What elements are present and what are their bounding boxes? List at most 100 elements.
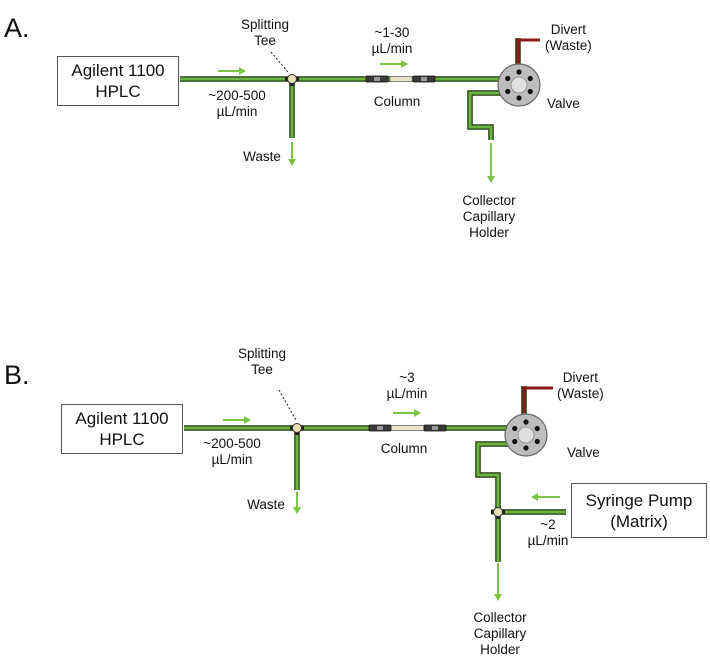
panel-b-column-label: Column: [380, 441, 428, 456]
panel-b-divert-line2: (Waste): [557, 386, 604, 401]
panel-b-divert-line1: Divert: [562, 370, 598, 385]
panel-b-column-flow-unit: µL/min: [386, 386, 428, 401]
panel-b-syringe-pump-box: Syringe Pump (Matrix): [571, 483, 707, 538]
panel-b-divert-valve-port-6: [512, 425, 518, 432]
panel-b-flow-arrow-column: [393, 409, 421, 417]
panel-b-tee-label: Splitting Tee: [238, 346, 286, 378]
panel-a-divert-valve-rotor: [510, 76, 528, 94]
panel-b-divert-valve-port-3: [534, 438, 540, 445]
panel-b-divert-label: Divert (Waste): [557, 370, 604, 402]
panel-a-collector-line1: Collector: [462, 193, 516, 208]
panel-a-divert-line: [516, 38, 540, 65]
panel-a-hplc-box: Agilent 1100 HPLC: [57, 56, 179, 106]
panel-b-collector-line3: Holder: [480, 642, 520, 657]
panel-a-union-left-band: [374, 77, 380, 81]
panel-b-tube-valve-to-mixtee-outline: [475, 441, 512, 512]
panel-b-tee-label-line2: Tee: [251, 362, 273, 377]
panel-b-column-body: [385, 425, 428, 431]
panel-b-pump-line2: (Matrix): [610, 511, 668, 531]
panel-b-column-flow-label: ~3 µL/min: [387, 370, 428, 402]
panel-a-column-flow-unit: µL/min: [371, 41, 413, 56]
panel-a-waste-label: Waste: [243, 149, 281, 164]
panel-b-collector-line1: Collector: [473, 610, 527, 625]
panel-b-pump-flow-value: ~2: [540, 517, 556, 532]
panel-b-collector-label: Collector Capillary Holder: [473, 610, 526, 658]
panel-a-split-flow-label: ~200-500 µL/min: [208, 88, 265, 120]
panel-b-divert-valve-port-5: [512, 438, 518, 445]
panel-b-divert-valve-port-2: [534, 425, 540, 432]
panel-a-tee-label-line2: Tee: [254, 33, 276, 48]
panel-a-valve-label: Valve: [547, 96, 580, 111]
panel-b-flow-arrow-collector: [494, 563, 502, 601]
panel-a-collector-line2: Capillary: [462, 209, 516, 224]
panel-a-split-flow-unit: µL/min: [216, 104, 258, 119]
panel-a-divert-line2: (Waste): [545, 38, 592, 53]
panel-a-divert-valve-port-2: [527, 75, 533, 82]
panel-b-divert-valve-port-1: [523, 419, 529, 425]
panel-a-tee-label-line1: Splitting: [240, 17, 290, 32]
panel-b-tee-pointer: [278, 389, 297, 421]
panel-a-divert-valve: [497, 63, 541, 107]
panel-b-mixing-tee: [493, 507, 503, 517]
panel-b-union-right-band: [432, 426, 438, 430]
panel-b-pump-flow-label: ~2 µL/min: [528, 517, 569, 549]
panel-a-collector-line3: Holder: [469, 225, 509, 240]
panel-b-hplc-line2: HPLC: [99, 430, 145, 449]
panel-b-split-flow-label: ~200-500 µL/min: [203, 436, 260, 468]
panel-b-union-right: [423, 424, 447, 432]
panel-b-mixing-tee-nut-left: [491, 509, 494, 515]
panel-b-waste-label: Waste: [247, 497, 285, 512]
panel-a-union-right: [412, 75, 436, 83]
panel-b-mixing-tee-nut-right: [502, 509, 505, 515]
panel-a-divert-valve-port-4: [516, 95, 522, 101]
panel-b-pump-line1: Syringe Pump: [585, 490, 693, 510]
panel-b-splitting-tee: [292, 423, 302, 433]
panel-a-tube-to-collector: [468, 91, 512, 140]
panel-a-flow-arrow-hplc: [218, 67, 246, 75]
panel-b-split-flow-value: ~200-500: [203, 436, 261, 451]
panel-a-divert-valve-port-6: [505, 75, 511, 82]
panel-a-split-flow-value: ~200-500: [208, 88, 266, 103]
panel-a-column-body: [389, 76, 413, 82]
panel-a-hplc-line2: HPLC: [95, 82, 141, 101]
panel-a-divert-line1: Divert: [550, 22, 586, 37]
panel-b-pump-flow-unit: µL/min: [527, 533, 569, 548]
panel-b-flow-arrow-waste: [293, 492, 301, 514]
panel-b-tube-valve-to-mixtee: [476, 442, 512, 512]
panel-a-tee-pointer: [270, 51, 289, 73]
panel-b-mixing-tee-nut-bottom: [495, 516, 501, 519]
panel-a-column-flow-label: ~1-30 µL/min: [372, 25, 413, 57]
panel-a-letter: A.: [4, 13, 30, 43]
panel-a-flow-arrow-collector: [487, 143, 495, 183]
panel-b-valve-label: Valve: [567, 445, 600, 460]
panel-b-flow-arrow-hplc: [223, 416, 251, 424]
panel-a-divert-label: Divert (Waste): [545, 22, 592, 54]
panel-b-column-flow-value: ~3: [399, 370, 415, 385]
panel-b-splitting-tee-nut-bottom: [294, 432, 300, 435]
panel-a-collector-label: Collector Capillary Holder: [462, 193, 515, 241]
panel-a-union-right-band: [421, 77, 427, 81]
panel-b-divert-valve: [504, 413, 548, 457]
panel-a-column-flow-value: ~1-30: [374, 25, 410, 40]
panel-b-tee-label-line1: Splitting: [237, 346, 287, 361]
panel-b-hplc-line1: Agilent 1100: [75, 409, 169, 428]
panel-b-split-flow-unit: µL/min: [211, 452, 253, 467]
panel-a-tube-to-collector-outline: [467, 90, 512, 140]
panel-a-flow-arrow-waste: [288, 142, 296, 166]
panel-b-splitting-tee-nut-right: [301, 425, 304, 431]
panel-b-hplc-box: Agilent 1100 HPLC: [61, 404, 183, 454]
panel-a-hplc-line1: Agilent 1100: [71, 61, 165, 80]
panel-b-divert-valve-rotor: [517, 426, 535, 444]
panel-a-divert-valve-port-3: [527, 88, 533, 95]
panel-b-union-left-band: [377, 426, 383, 430]
panel-a-tee-label: Splitting Tee: [241, 17, 289, 49]
panel-a-flow-arrow-column: [380, 60, 408, 68]
panel-a-splitting-tee-nut-left: [285, 76, 288, 82]
panel-a-union-left: [365, 75, 389, 83]
panel-a-splitting-tee: [287, 74, 297, 84]
panel-b-divert-line: [522, 386, 553, 413]
panel-b-flow-arrow-pump: [531, 493, 560, 501]
panel-b-letter: B.: [4, 360, 30, 390]
panel-b-union-left: [368, 424, 392, 432]
